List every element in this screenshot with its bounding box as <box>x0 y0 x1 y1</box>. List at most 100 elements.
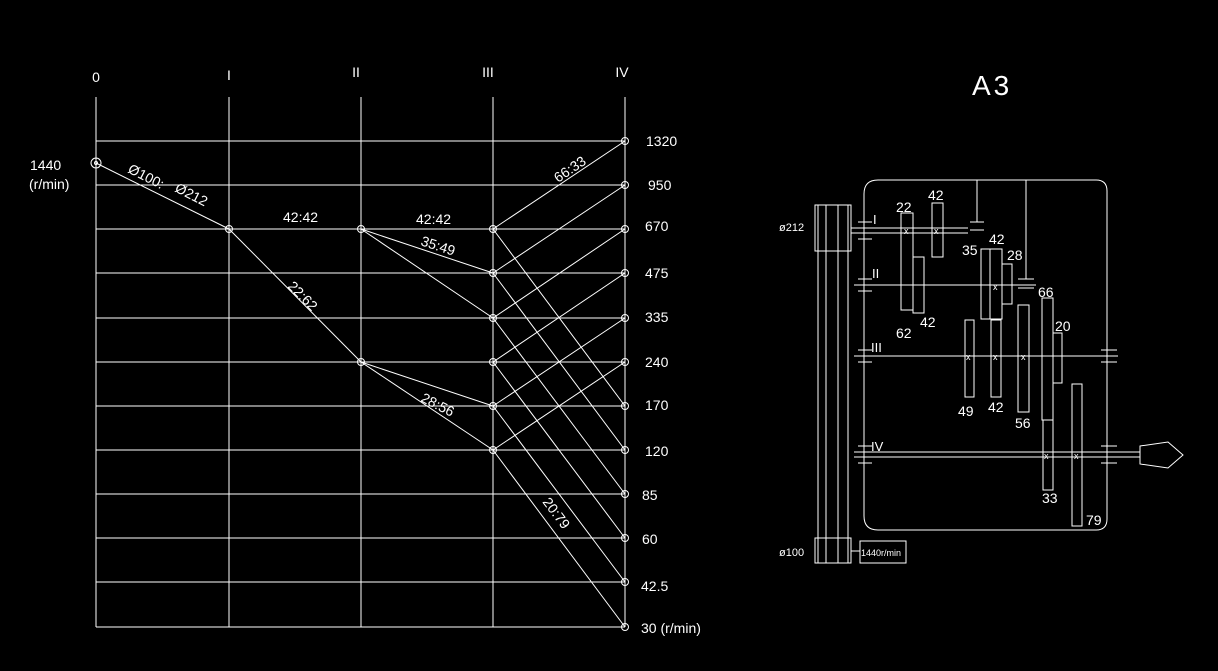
gearbox-shaft-labels: I II III IV <box>871 212 884 454</box>
gear-label: 22 <box>896 199 912 215</box>
gear-label: 66 <box>1038 284 1054 300</box>
speed-grid-lines <box>96 140 625 628</box>
gear-66 <box>1041 297 1054 421</box>
gear-label: 62 <box>896 325 912 341</box>
gear-label: 20 <box>1055 318 1071 334</box>
input-node <box>90 157 102 169</box>
speed-labels: 1320 950 670 475 335 240 170 120 85 60 4… <box>641 133 701 636</box>
shaft-label-3: III <box>482 64 494 80</box>
gearbox-housing <box>863 179 1108 531</box>
node <box>621 225 629 233</box>
svg-text:x: x <box>993 352 998 362</box>
shaft-label-1: I <box>227 67 231 83</box>
speed-label: 475 <box>645 265 669 281</box>
gears <box>900 202 1083 527</box>
svg-text:x: x <box>904 226 909 236</box>
gearbox-shaft-label-2: II <box>872 266 879 281</box>
shafts <box>851 227 1140 458</box>
speed-label: 30 (r/min) <box>641 620 701 636</box>
node <box>621 490 629 498</box>
gear-49 <box>964 319 975 398</box>
gear-label: 42 <box>989 231 1005 247</box>
node <box>489 314 497 322</box>
speed-label: 85 <box>642 487 658 503</box>
shaft-label-0: 0 <box>92 69 100 85</box>
gear-42-shaft3 <box>990 319 1002 398</box>
ratio-28-56: 28:56 <box>419 389 458 419</box>
gear-label: 42 <box>988 399 1004 415</box>
gearbox-shaft-label-1: I <box>873 212 877 227</box>
motor-label: 1440r/min <box>861 548 901 558</box>
shaft-labels: 0 I II III IV <box>92 64 629 85</box>
speed-label: 670 <box>645 218 669 234</box>
ratio-22-62: 22:62 <box>285 278 321 314</box>
gear-42-shaft1 <box>931 202 944 258</box>
gear-20 <box>1052 332 1063 384</box>
transmission-rays <box>95 140 626 628</box>
shaft-label-2: II <box>352 64 360 80</box>
shaft-label-4: IV <box>615 64 629 80</box>
ratio-pulley-small: Ø100: <box>126 160 167 192</box>
speed-label: 60 <box>642 531 658 547</box>
pulley-top <box>814 204 852 252</box>
bearings <box>858 221 1117 464</box>
input-speed-label: 1440 <box>30 157 61 173</box>
gear-label: 42 <box>920 314 936 330</box>
node <box>621 314 629 322</box>
svg-text:x: x <box>966 352 971 362</box>
ratio-42-42-first: 42:42 <box>283 209 318 225</box>
spindle-nose <box>1139 441 1184 469</box>
svg-text:x: x <box>1044 451 1049 461</box>
node <box>621 269 629 277</box>
svg-text:x: x <box>1021 352 1026 362</box>
speed-label: 335 <box>645 309 669 325</box>
node <box>621 137 629 145</box>
gearbox-schematic: A3 ø212 ø100 1440r/min <box>779 70 1184 564</box>
speed-label: 42.5 <box>641 578 668 594</box>
gear-label: 33 <box>1042 490 1058 506</box>
node <box>489 446 497 454</box>
node <box>357 358 365 366</box>
node <box>621 623 629 631</box>
node <box>489 225 497 233</box>
svg-text:x: x <box>934 226 939 236</box>
gear-label: 28 <box>1007 247 1023 263</box>
node <box>489 269 497 277</box>
speed-chart: 0 I II III IV 1320 950 670 475 335 240 1… <box>29 64 701 636</box>
motor <box>859 540 907 564</box>
gear-56 <box>1017 304 1030 413</box>
speed-label: 240 <box>645 354 669 370</box>
node <box>489 402 497 410</box>
ratio-pulley-large: Ø212 <box>173 179 211 209</box>
ratio-20-79: 20:79 <box>540 494 574 532</box>
pulley-bottom-label: ø100 <box>779 547 804 559</box>
gear-28 <box>1001 263 1013 305</box>
speed-label: 170 <box>645 397 669 413</box>
drawing-title: A3 <box>972 70 1012 101</box>
pulley-belt <box>817 204 849 564</box>
gear-label: 49 <box>958 403 974 419</box>
node <box>621 358 629 366</box>
node <box>621 534 629 542</box>
ratio-labels: Ø100: Ø212 42:42 22:62 42:42 35:49 28:56… <box>126 153 589 532</box>
node <box>489 358 497 366</box>
svg-text:x: x <box>1074 451 1079 461</box>
input-speed-unit: (r/min) <box>29 176 69 192</box>
node <box>225 225 233 233</box>
gear-33 <box>1042 419 1054 491</box>
speed-nodes <box>90 137 629 631</box>
speed-label: 120 <box>645 443 669 459</box>
node <box>621 181 629 189</box>
gear-62 <box>912 256 925 314</box>
gearbox-shaft-label-4: IV <box>871 439 884 454</box>
gear-label: 56 <box>1015 415 1031 431</box>
node <box>621 402 629 410</box>
node <box>621 578 629 586</box>
gear-label: 79 <box>1086 512 1102 528</box>
gear-keys: x x x x x x x x <box>904 226 1079 461</box>
svg-text:x: x <box>993 282 998 292</box>
gearbox-shaft-label-3: III <box>871 340 882 355</box>
gear-35 <box>980 248 991 320</box>
gear-labels: 22 42 35 42 28 66 20 62 42 49 42 56 33 7… <box>896 187 1102 528</box>
